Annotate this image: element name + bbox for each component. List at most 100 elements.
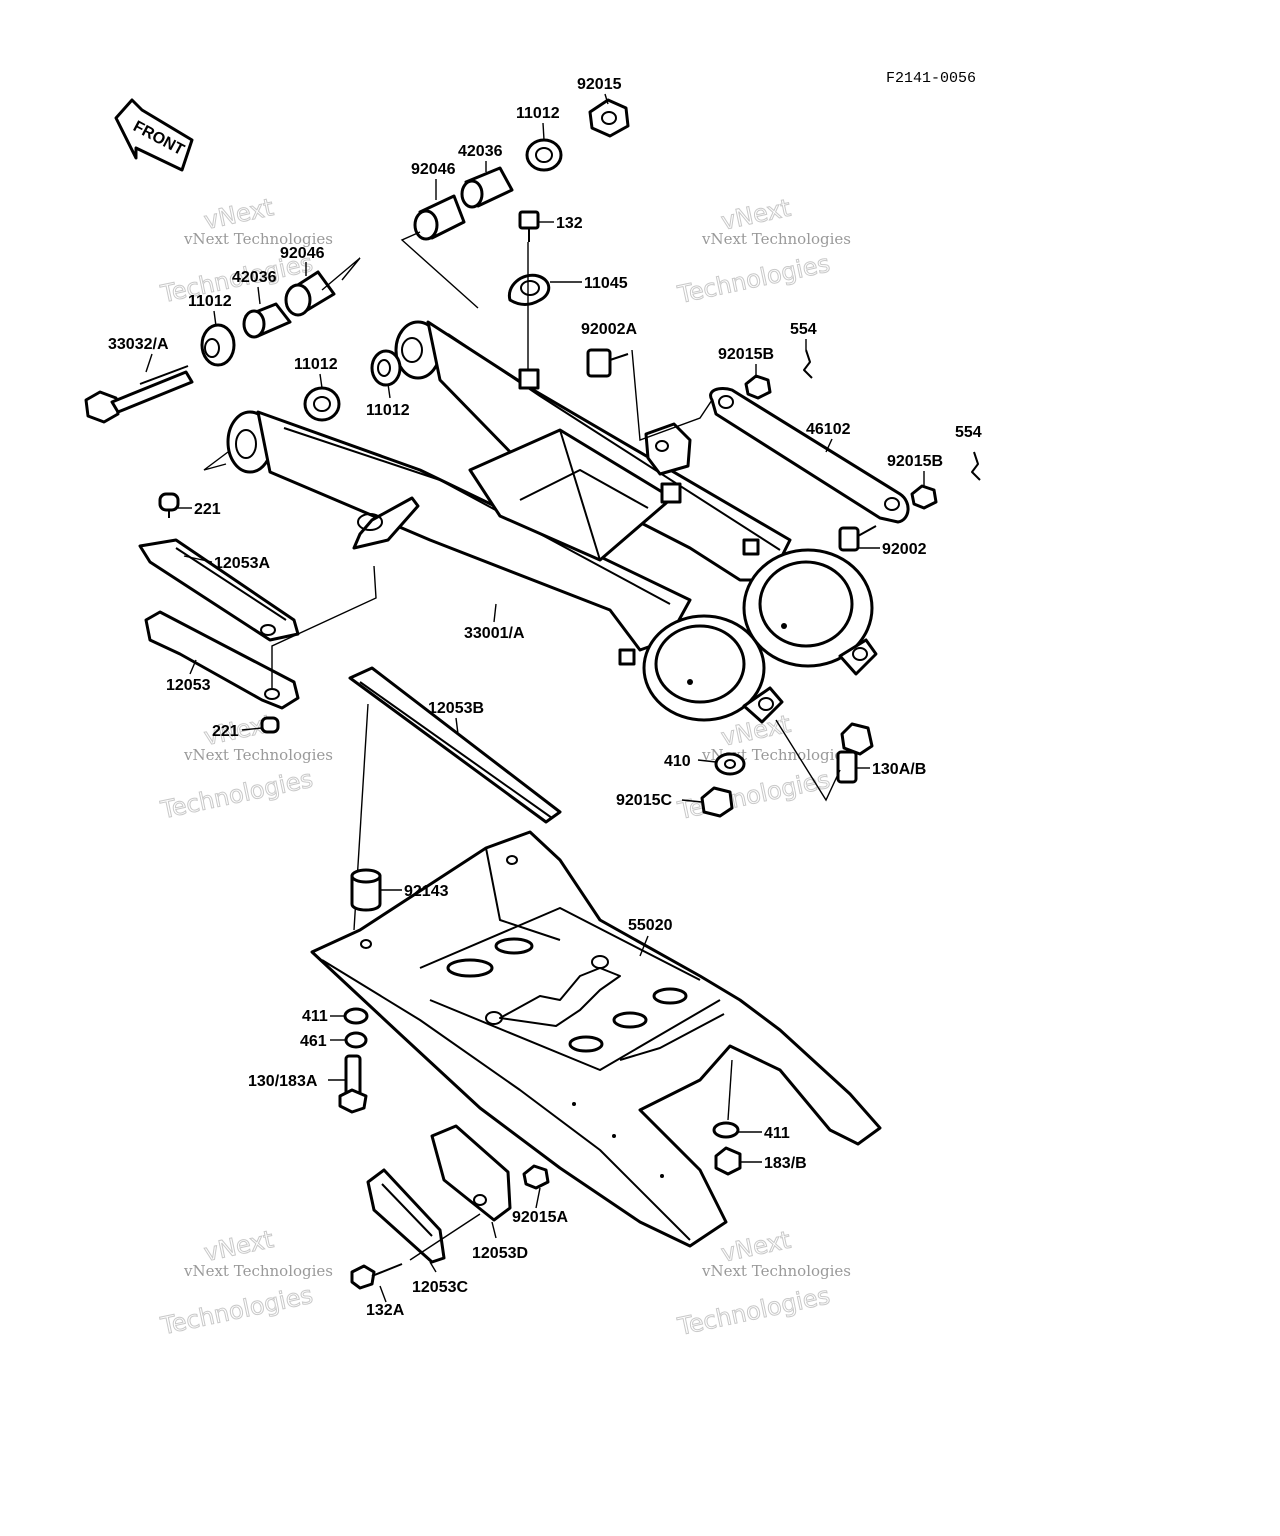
bracket-small	[644, 422, 692, 476]
callout-label: 132A	[366, 1302, 405, 1319]
callout-label: 12053C	[412, 1279, 468, 1296]
nut-92015	[588, 98, 630, 138]
cotter-pin-554-b	[971, 451, 981, 481]
callout-label: 42036	[458, 143, 503, 160]
spacer-right-42036	[460, 166, 514, 209]
collar-92143	[350, 868, 382, 912]
callout-label: 92143	[404, 883, 449, 900]
callout-11012-d: 11012	[366, 383, 410, 419]
slider-12053C	[366, 1168, 446, 1264]
callout-411-right: 411	[738, 1125, 790, 1142]
callout-92046-b: 92046	[280, 245, 325, 276]
callout-92002: 92002	[858, 541, 927, 558]
bolt-132	[518, 210, 540, 242]
callout-label: 221	[194, 501, 221, 518]
nut-92015B-a	[744, 374, 772, 400]
callout-221-top: 221	[178, 501, 221, 518]
leader-132A	[409, 1213, 481, 1261]
washer-410	[714, 752, 746, 776]
svg-text:vNext Technologies: vNext Technologies	[701, 1262, 851, 1280]
clamp-11045	[507, 273, 551, 306]
spacer-right-92046	[413, 194, 466, 241]
callout-label: 92046	[280, 245, 325, 262]
svg-text:vNext: vNext	[202, 1225, 276, 1267]
watermark-mid-left: vNext vNext Technologies Technologies	[157, 709, 333, 825]
leader-pivot-left	[203, 451, 229, 471]
document-id: F2141-0056	[886, 70, 976, 87]
watermark-mid-right: vNext vNext Technologies Technologies	[674, 709, 851, 825]
pivot-bolt-left	[84, 365, 194, 424]
svg-text:vNext Technologies: vNext Technologies	[183, 746, 333, 764]
leader-92002A	[631, 349, 713, 441]
svg-text:Technologies: Technologies	[675, 765, 833, 825]
nut-92015B-b	[910, 484, 938, 510]
spacer-left-92046	[284, 270, 336, 317]
leader-left-stack	[321, 257, 361, 291]
callout-label: 42036	[232, 269, 277, 286]
callout-label: 92046	[411, 161, 456, 178]
callout-92015A: 92015A	[512, 1187, 568, 1226]
bolt-92002A	[586, 348, 629, 378]
svg-text:Technologies: Technologies	[158, 765, 316, 825]
bushing-left-11012	[200, 323, 236, 367]
callout-132A: 132A	[366, 1285, 405, 1319]
callout-label: 132	[556, 215, 583, 232]
chain-guide-12053	[144, 610, 300, 710]
callout-11012-a: 11012	[516, 105, 560, 141]
callout-92015B-b: 92015B	[887, 453, 943, 486]
callout-label: 92015B	[718, 346, 774, 363]
callout-label: 33001/A	[464, 625, 525, 642]
cotter-pin-554-a	[803, 349, 813, 379]
callout-label: 12053A	[214, 555, 270, 572]
svg-text:Technologies: Technologies	[675, 1281, 833, 1341]
callout-130AB: 130A/B	[856, 761, 926, 778]
callout-11045: 11045	[550, 275, 628, 292]
chain-case-55020	[310, 830, 882, 1248]
leader-411-right	[727, 1059, 733, 1121]
callout-42036-a: 42036	[458, 143, 503, 172]
callout-410: 410	[664, 753, 717, 770]
callout-label: 11012	[516, 105, 560, 122]
bushing-11012-b	[303, 386, 341, 422]
callout-label: 461	[300, 1033, 327, 1050]
torque-link-46102	[709, 386, 910, 524]
callout-label: 130A/B	[872, 761, 926, 778]
callout-11012-c: 11012	[294, 356, 338, 389]
svg-text:vNext Technologies: vNext Technologies	[701, 230, 851, 248]
washer-461	[344, 1031, 368, 1049]
callout-label: 11012	[366, 402, 410, 419]
callout-221-bottom: 221	[212, 723, 263, 740]
callout-183B: 183/B	[740, 1155, 807, 1172]
callout-label: 46102	[806, 421, 851, 438]
callout-92015B-a: 92015B	[718, 346, 774, 376]
leader-130AB	[775, 719, 841, 802]
callout-130-183A: 130/183A	[248, 1073, 346, 1090]
front-arrow-icon: FRONT	[114, 98, 194, 172]
callout-label: 92002	[882, 541, 927, 558]
watermark-bottom-right: vNext vNext Technologies Technologies	[674, 1225, 851, 1341]
bolt-132A	[350, 1263, 403, 1290]
callout-12053D: 12053D	[472, 1221, 528, 1262]
slider-12053D	[430, 1124, 512, 1222]
callout-label: 411	[302, 1008, 328, 1025]
callout-33032A: 33032/A	[108, 336, 169, 373]
callout-11012-b: 11012	[188, 293, 232, 327]
callout-92143: 92143	[380, 883, 449, 900]
svg-text:vNext Technologies: vNext Technologies	[183, 230, 333, 248]
svg-text:vNext Technologies: vNext Technologies	[183, 1262, 333, 1280]
leader-12053	[271, 565, 377, 688]
callout-92002A: 92002A	[581, 321, 637, 338]
callout-92015C: 92015C	[616, 792, 703, 809]
bolt-130-183A	[338, 1054, 368, 1114]
watermark-top-right: vNext vNext Technologies Technologies	[674, 193, 851, 309]
callout-46102: 46102	[806, 421, 851, 453]
callout-label: 554	[790, 321, 817, 338]
callout-55020: 55020	[628, 917, 673, 957]
callout-461: 461	[300, 1033, 346, 1050]
washer-411-left	[343, 1007, 369, 1025]
bolt-92002	[838, 525, 877, 552]
callout-label: 12053D	[472, 1245, 528, 1262]
callout-label: 12053B	[428, 700, 484, 717]
callout-label: 221	[212, 723, 239, 740]
callout-33001A: 33001/A	[464, 603, 525, 642]
